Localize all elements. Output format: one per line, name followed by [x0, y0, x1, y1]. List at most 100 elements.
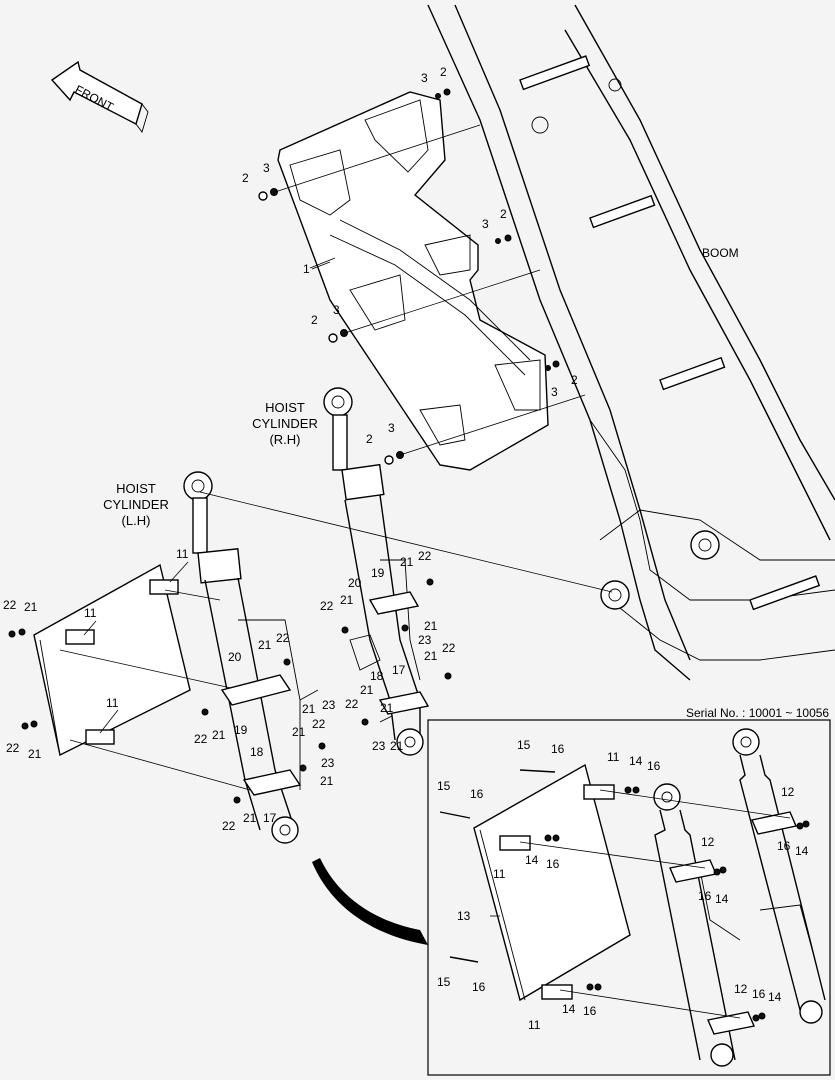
callout-12: 12 — [701, 835, 715, 849]
boom-structure: BOOM — [427, 4, 835, 681]
callout-21: 21 — [424, 649, 438, 663]
callout-22: 22 — [194, 732, 208, 746]
front-direction-arrow: FRONT — [50, 60, 149, 133]
cylinder-labels: HOIST CYLINDER (R.H) HOIST CYLINDER (L.H… — [103, 400, 829, 720]
callout-1: 1 — [303, 262, 310, 276]
callout-14: 14 — [715, 892, 729, 906]
callout-22: 22 — [320, 599, 334, 613]
callout-14: 14 — [795, 844, 809, 858]
callout-22: 22 — [418, 549, 432, 563]
callout-22: 22 — [276, 631, 290, 645]
callout-23: 23 — [322, 698, 336, 712]
callout-21: 21 — [302, 702, 316, 716]
serial-inset — [427, 719, 831, 1076]
callout-2: 2 — [242, 171, 249, 185]
callout-16: 16 — [470, 787, 484, 801]
callout-23: 23 — [418, 633, 432, 647]
callout-2: 2 — [571, 373, 578, 387]
cylinder-guard-plate-lh — [8, 563, 251, 791]
callout-21: 21 — [360, 683, 374, 697]
callout-16: 16 — [546, 857, 560, 871]
hoist-rh-label-line3: (R.H) — [269, 432, 300, 447]
hoist-lh-label-line2: CYLINDER — [103, 497, 169, 512]
part-callouts: 3 2 3 2 3 2 1 3 2 2 3 3 2 11 11 11 22 21… — [3, 65, 809, 1032]
hoist-lh-label-line1: HOIST — [116, 481, 156, 496]
callout-16: 16 — [698, 889, 712, 903]
callout-11: 11 — [106, 696, 119, 710]
callout-21: 21 — [212, 728, 226, 742]
callout-leaders — [83, 261, 500, 917]
callout-17: 17 — [263, 811, 277, 825]
callout-14: 14 — [562, 1002, 576, 1016]
callout-14: 14 — [768, 990, 782, 1004]
callout-3: 3 — [333, 303, 340, 317]
callout-15: 15 — [437, 975, 451, 989]
hoist-cylinder-lh — [183, 471, 613, 844]
callout-16: 16 — [583, 1004, 597, 1018]
callout-20: 20 — [228, 650, 242, 664]
boom-label: BOOM — [702, 246, 739, 260]
callout-16: 16 — [472, 980, 486, 994]
callout-21: 21 — [390, 739, 404, 753]
callout-3: 3 — [263, 161, 270, 175]
callout-16: 16 — [777, 839, 791, 853]
callout-22: 22 — [345, 697, 359, 711]
callout-22: 22 — [3, 598, 17, 612]
callout-11: 11 — [176, 547, 189, 561]
callout-23: 23 — [321, 756, 335, 770]
callout-14: 14 — [525, 853, 539, 867]
callout-2: 2 — [440, 65, 447, 79]
hoist-rh-label-line1: HOIST — [265, 400, 305, 415]
callout-21: 21 — [243, 811, 257, 825]
callout-17: 17 — [392, 663, 406, 677]
callout-22: 22 — [6, 741, 20, 755]
callout-12: 12 — [734, 982, 748, 996]
callout-12: 12 — [781, 785, 795, 799]
callout-21: 21 — [400, 555, 414, 569]
callout-2: 2 — [500, 207, 507, 221]
callout-22: 22 — [442, 641, 456, 655]
callout-14: 14 — [629, 754, 643, 768]
callout-3: 3 — [388, 421, 395, 435]
callout-16: 16 — [647, 759, 661, 773]
lower-clamps — [201, 578, 452, 804]
hoist-cylinder-rh — [323, 387, 424, 756]
callout-18: 18 — [370, 669, 384, 683]
callout-21: 21 — [292, 725, 306, 739]
hoist-lh-label-line3: (L.H) — [122, 513, 151, 528]
callout-2: 2 — [311, 313, 318, 327]
callout-21: 21 — [380, 701, 394, 715]
callout-16: 16 — [551, 742, 565, 756]
callout-21: 21 — [424, 619, 438, 633]
serial-number-label: Serial No. : 10001 ~ 10056 — [686, 706, 829, 720]
callout-13: 13 — [457, 909, 471, 923]
guard-fasteners — [258, 88, 586, 465]
callout-18: 18 — [250, 745, 264, 759]
callout-21: 21 — [320, 774, 334, 788]
callout-15: 15 — [517, 738, 531, 752]
callout-3: 3 — [421, 71, 428, 85]
callout-11: 11 — [528, 1018, 541, 1032]
callout-19: 19 — [371, 566, 385, 580]
callout-11: 11 — [607, 750, 620, 764]
callout-11: 11 — [493, 867, 506, 881]
callout-3: 3 — [551, 385, 558, 399]
callout-15: 15 — [437, 779, 451, 793]
upper-guard-plate — [277, 91, 549, 471]
callout-3: 3 — [482, 217, 489, 231]
callout-19: 19 — [234, 723, 248, 737]
callout-16: 16 — [752, 987, 766, 1001]
callout-21: 21 — [340, 593, 354, 607]
callout-21: 21 — [28, 747, 42, 761]
callout-22: 22 — [312, 717, 326, 731]
callout-23: 23 — [372, 739, 386, 753]
callout-2: 2 — [366, 432, 373, 446]
callout-21: 21 — [258, 638, 272, 652]
callout-11: 11 — [84, 606, 97, 620]
callout-22: 22 — [222, 819, 236, 833]
hoist-rh-label-line2: CYLINDER — [252, 416, 318, 431]
callout-20: 20 — [348, 576, 362, 590]
inset-pointer-arrow — [312, 858, 428, 945]
